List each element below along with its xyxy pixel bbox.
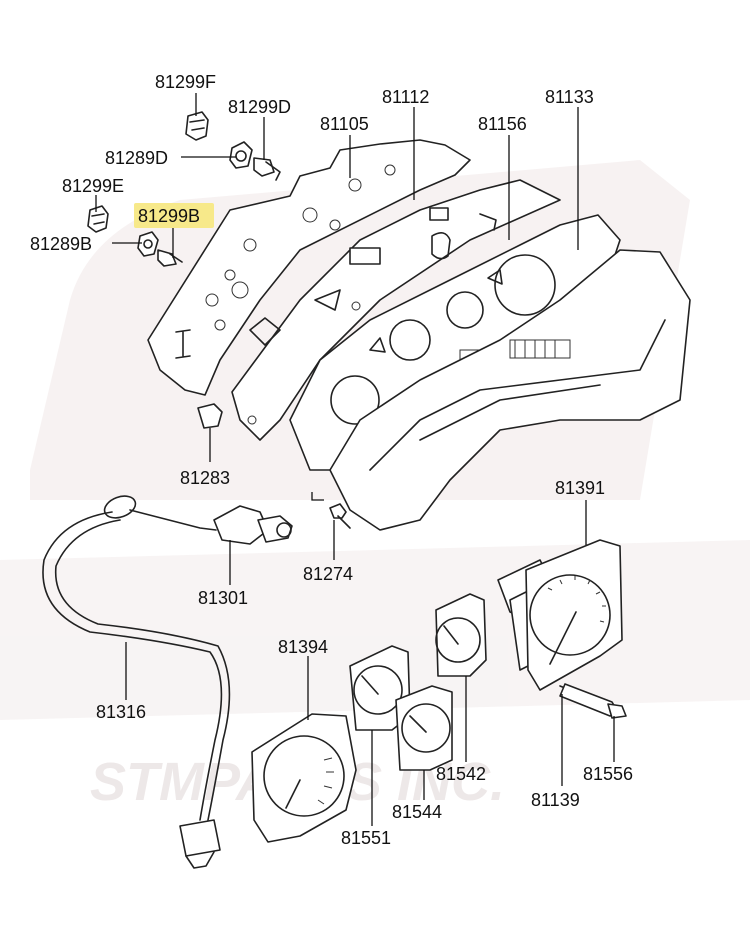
back-plate-81105-part [147, 139, 471, 396]
callout-81391: 81391 [555, 478, 605, 498]
highlight-marker [134, 203, 214, 228]
callout-81105: 81105 [320, 114, 369, 134]
callout-81556: 81556 [583, 764, 633, 784]
callout-81283: 81283 [180, 468, 230, 488]
callout-81299d: 81299D [228, 97, 291, 117]
callout-81289b: 81289B [30, 234, 92, 254]
callout-81551: 81551 [341, 828, 391, 848]
callout-81299e: 81299E [62, 176, 124, 196]
speedometer-81391-part [497, 539, 623, 691]
callout-81301: 81301 [198, 588, 248, 608]
callout-81316: 81316 [96, 702, 146, 722]
callout-81139: 81139 [531, 790, 580, 810]
fuel-gauge-81542-part [435, 593, 487, 677]
clip-81299f-part [185, 111, 209, 141]
callout-81274: 81274 [303, 564, 353, 584]
callout-81112: 81112 [382, 87, 429, 107]
clip-81283-part [197, 403, 223, 429]
screw-81274-part [329, 503, 351, 529]
callout-81299f: 81299F [155, 72, 216, 92]
callout-81394: 81394 [278, 637, 328, 657]
knob-81139-part [559, 683, 627, 719]
socket-81289b-part [137, 231, 183, 267]
callout-81133: 81133 [545, 87, 594, 107]
callout-81544: 81544 [392, 802, 442, 822]
sensor-81301-part [213, 505, 293, 545]
callout-81299b: 81299B [138, 206, 200, 226]
callout-81289d: 81289D [105, 148, 168, 168]
case-81112-part [231, 179, 561, 441]
hood-81133-part [329, 249, 691, 531]
callout-81542: 81542 [436, 764, 486, 784]
clip-81299e-part [87, 205, 109, 233]
callout-81156: 81156 [478, 114, 527, 134]
leader-lines [95, 93, 615, 826]
socket-81289d-part [229, 141, 281, 181]
cable-81316-part [42, 495, 231, 869]
tachometer-81394-part [251, 713, 357, 843]
oil-gauge-81544-part [395, 685, 453, 771]
